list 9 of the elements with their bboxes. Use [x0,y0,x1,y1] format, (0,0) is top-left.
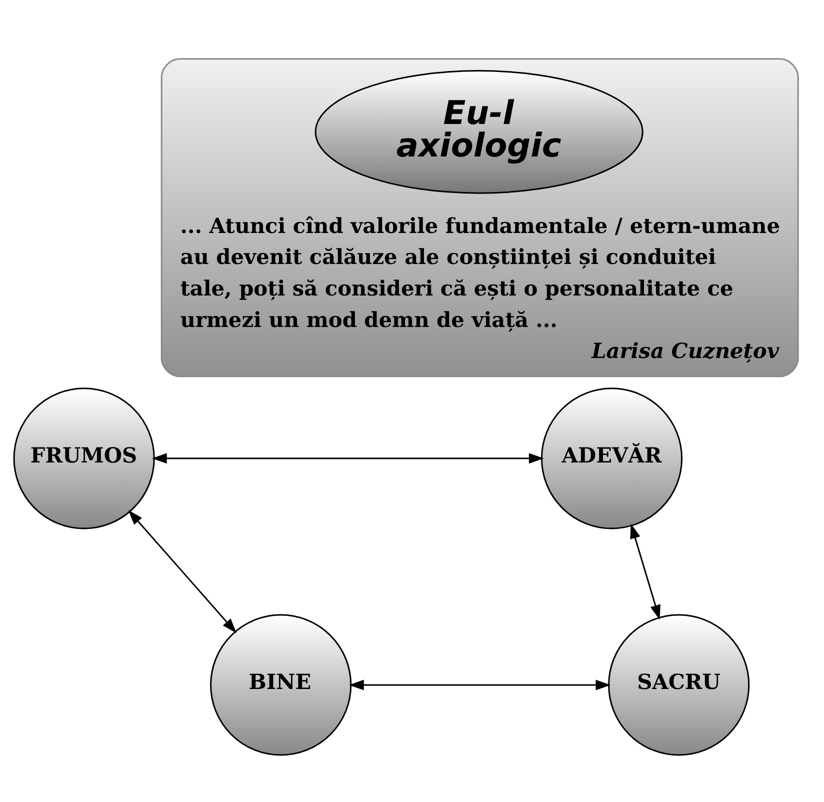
node-circle: ADEVĂR [540,388,683,530]
arrow [128,510,237,634]
node-circle: BINE [210,614,352,756]
node-circle: SACRU [608,614,750,756]
node-circle: FRUMOS [13,388,155,530]
arrow [630,524,660,620]
arrow [348,680,611,690]
arrow [152,453,544,464]
node-ellipse: Eu-l axiologic [314,70,644,194]
